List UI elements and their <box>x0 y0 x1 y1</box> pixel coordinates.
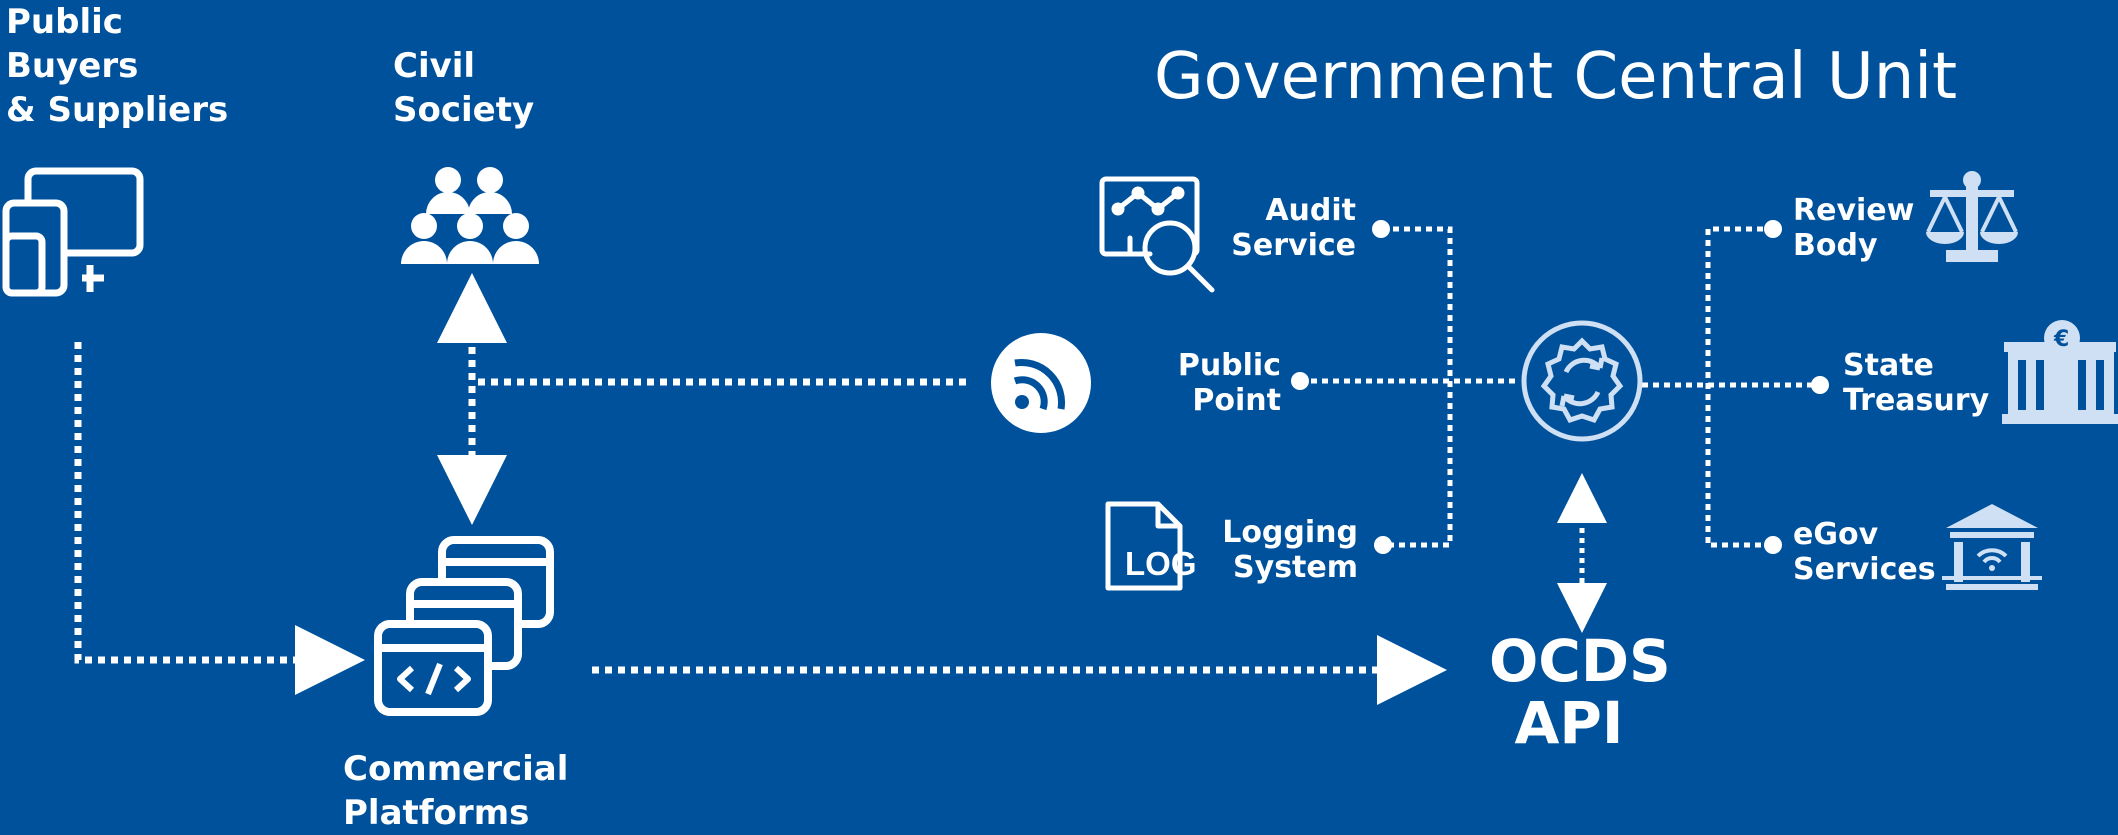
review-body-label: Review Body <box>1793 193 1915 263</box>
dot-treasury <box>1811 376 1829 394</box>
scales-icon <box>1926 171 2018 262</box>
devices-icon <box>2 167 144 297</box>
gear-sync-icon <box>1521 320 1643 442</box>
log-icon-text: LOG <box>1125 545 1197 582</box>
rss-feed-icon <box>991 333 1091 433</box>
commercial-platforms-label: Commercial Platforms <box>343 749 569 833</box>
dot-egov <box>1764 536 1782 554</box>
logging-system-label: Logging System <box>1222 515 1358 585</box>
state-treasury-label: State Treasury <box>1843 348 1990 418</box>
treasury-building-icon: € <box>2002 320 2118 424</box>
svg-text:€: € <box>2053 327 2069 352</box>
ocds-api-label: OCDS API <box>1489 627 1671 757</box>
civil-society-label: Civil Society <box>393 46 535 130</box>
connector-buyers-to-platforms <box>74 342 365 695</box>
dot-public-point <box>1291 372 1309 390</box>
connector-audit <box>1382 226 1453 548</box>
dot-review <box>1764 220 1782 238</box>
audit-service-label: Audit Service <box>1231 193 1356 263</box>
dot-logging <box>1374 536 1392 554</box>
public-point-label: Public Point <box>1177 348 1281 418</box>
people-icon <box>401 167 539 264</box>
dot-audit <box>1372 220 1390 238</box>
egov-services-label: eGov Services <box>1793 517 1936 587</box>
audit-analytics-icon <box>1099 176 1215 293</box>
platforms-icon <box>374 536 554 716</box>
diagram-title: Government Central Unit <box>1154 40 1958 114</box>
egov-bank-icon <box>1942 504 2042 590</box>
public-buyers-label: Public Buyers & Suppliers <box>6 2 229 130</box>
log-file-icon <box>1105 501 1183 591</box>
